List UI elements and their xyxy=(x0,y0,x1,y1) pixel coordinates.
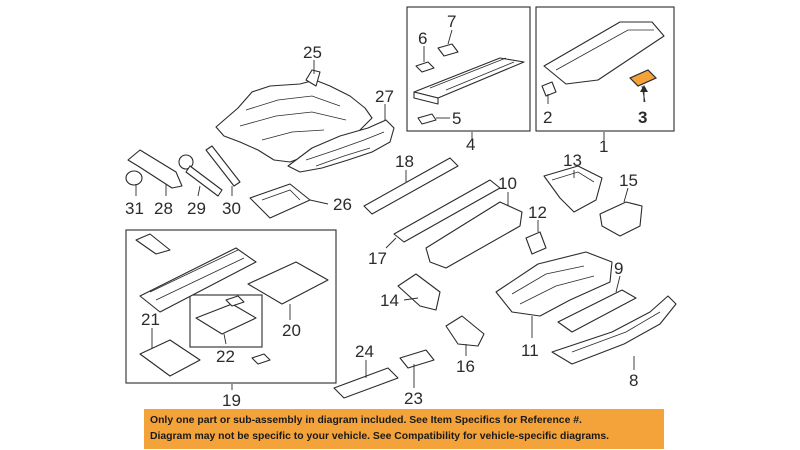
part-28-trim xyxy=(127,149,183,189)
callout-21: 21 xyxy=(141,310,160,329)
callout-6: 6 xyxy=(418,29,427,48)
part-clip-small xyxy=(251,353,271,365)
part-31-plug xyxy=(125,170,143,186)
part-3-highlighted xyxy=(628,69,658,87)
group-box-1 xyxy=(535,6,675,132)
callout-27: 27 xyxy=(375,87,394,106)
group-box-19 xyxy=(125,229,337,384)
part-30-strip xyxy=(205,145,241,187)
callout-8: 8 xyxy=(629,371,638,390)
part-23-pad xyxy=(399,349,435,369)
compatibility-notice: Only one part or sub-assembly in diagram… xyxy=(144,409,664,449)
callout-4: 4 xyxy=(466,135,475,154)
callout-2: 2 xyxy=(543,108,552,127)
part-6-clip xyxy=(415,61,435,73)
part-10-floor-box xyxy=(425,201,523,269)
part-2-hook xyxy=(541,81,557,97)
part-11-spare-tire-well xyxy=(495,251,613,317)
callout-26: 26 xyxy=(333,195,352,214)
callout-7: 7 xyxy=(447,12,456,31)
part-7-tray xyxy=(437,43,459,57)
callout-16: 16 xyxy=(456,357,475,376)
callout-14: 14 xyxy=(380,291,399,310)
callout-18: 18 xyxy=(395,152,414,171)
group-box-4 xyxy=(406,6,531,132)
part-14-trim xyxy=(397,273,441,311)
callout-30: 30 xyxy=(222,199,241,218)
callout-20: 20 xyxy=(282,321,301,340)
leader-lines xyxy=(135,29,646,390)
part-18-sill-trim xyxy=(363,157,459,215)
part-24-strip xyxy=(333,367,399,399)
callout-13: 13 xyxy=(563,151,582,170)
callout-12: 12 xyxy=(528,203,547,222)
part-1-cargo-cover xyxy=(543,21,665,85)
group-box-22 xyxy=(189,294,263,348)
callout-29: 29 xyxy=(187,199,206,218)
part-9-bracket xyxy=(557,289,637,333)
part-27-rear-floor-carpet xyxy=(287,119,395,173)
part-5-bracket xyxy=(417,113,437,125)
notice-line-1: Only one part or sub-assembly in diagram… xyxy=(150,415,582,426)
callout-19: 19 xyxy=(222,391,241,410)
callout-23: 23 xyxy=(404,389,423,408)
part-22-panel xyxy=(195,295,257,335)
notice-line-2: Diagram may not be specific to your vehi… xyxy=(150,431,610,442)
arrow-part-3 xyxy=(640,85,648,102)
part-20-board xyxy=(247,261,329,305)
part-26-mat xyxy=(249,183,311,219)
callout-1: 1 xyxy=(599,137,608,156)
callout-28: 28 xyxy=(154,199,173,218)
part-12-bracket xyxy=(525,231,547,255)
part-21-mat xyxy=(139,339,201,377)
callout-9: 9 xyxy=(614,259,623,278)
part-29-handle xyxy=(178,154,223,197)
part-13-side-trim xyxy=(543,165,603,213)
part-8-scuff-plate xyxy=(551,295,677,365)
callout-25: 25 xyxy=(303,43,322,62)
part-19-storage-tray xyxy=(135,233,257,313)
callout-24: 24 xyxy=(355,342,374,361)
part-16-trim xyxy=(445,315,485,347)
part-15-bracket xyxy=(599,201,643,237)
callout-17: 17 xyxy=(368,249,387,268)
part-17-sill-trim xyxy=(393,179,501,243)
part-4-cargo-floor-panel xyxy=(413,57,525,105)
callout-31: 31 xyxy=(125,199,144,218)
callout-10: 10 xyxy=(498,174,517,193)
callout-22: 22 xyxy=(216,347,235,366)
callout-15: 15 xyxy=(619,171,638,190)
callout-5: 5 xyxy=(452,109,461,128)
callout-3: 3 xyxy=(638,108,647,127)
callout-11: 11 xyxy=(521,341,539,360)
